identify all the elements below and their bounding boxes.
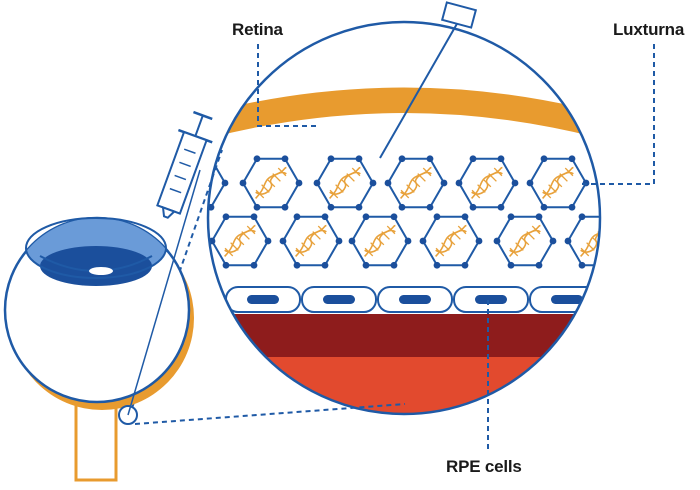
dna-helix-icon bbox=[255, 166, 287, 199]
dna-helix-icon bbox=[329, 166, 361, 199]
luxturna-label: Luxturna bbox=[613, 20, 685, 39]
rpe-cell bbox=[301, 286, 377, 313]
sclera-layer bbox=[208, 357, 600, 414]
rpe-cell bbox=[377, 286, 453, 313]
aav-vector-icon bbox=[313, 155, 377, 211]
dna-helix-icon bbox=[435, 224, 467, 257]
dna-helix-icon bbox=[400, 166, 432, 199]
dna-helix-icon bbox=[471, 166, 503, 199]
eyeball-icon bbox=[3, 169, 201, 482]
rpe-cells-label: RPE cells bbox=[446, 457, 522, 476]
aav-vector-icon bbox=[239, 155, 303, 211]
dna-helix-icon bbox=[509, 224, 541, 257]
retina-leader-line bbox=[257, 44, 320, 127]
dna-helix-icon bbox=[542, 166, 574, 199]
rpe-cell bbox=[606, 287, 680, 312]
rpe-cell bbox=[529, 286, 600, 313]
choroid-layer bbox=[208, 314, 600, 357]
rpe-cell bbox=[453, 286, 529, 313]
syringe-icon bbox=[156, 110, 213, 219]
retina-layer bbox=[208, 87, 600, 146]
rpe-cell bbox=[225, 286, 301, 313]
zoom-source-circle bbox=[118, 405, 138, 425]
aav-vector-icon bbox=[279, 213, 343, 269]
luxturna-leader-line bbox=[578, 44, 655, 185]
retina-label: Retina bbox=[232, 20, 283, 39]
aav-vector-icon bbox=[348, 213, 412, 269]
magnified-circle-outline bbox=[206, 20, 602, 416]
aav-vector-icon bbox=[384, 155, 448, 211]
zoom-leader-bottom bbox=[134, 403, 406, 425]
dna-helix-icon bbox=[224, 224, 256, 257]
aav-vector-icon bbox=[493, 213, 557, 269]
aav-vector-icon bbox=[419, 213, 483, 269]
aav-vector-icon bbox=[526, 155, 590, 211]
aav-vector-icon bbox=[564, 213, 600, 269]
vector-layer bbox=[208, 155, 600, 269]
dna-helix-icon bbox=[364, 224, 396, 257]
injection-needle bbox=[379, 1, 478, 159]
aav-vector-icon bbox=[455, 155, 519, 211]
dna-helix-icon bbox=[295, 224, 327, 257]
aav-vector-icon bbox=[208, 213, 272, 269]
magnified-retina-view bbox=[208, 87, 680, 414]
